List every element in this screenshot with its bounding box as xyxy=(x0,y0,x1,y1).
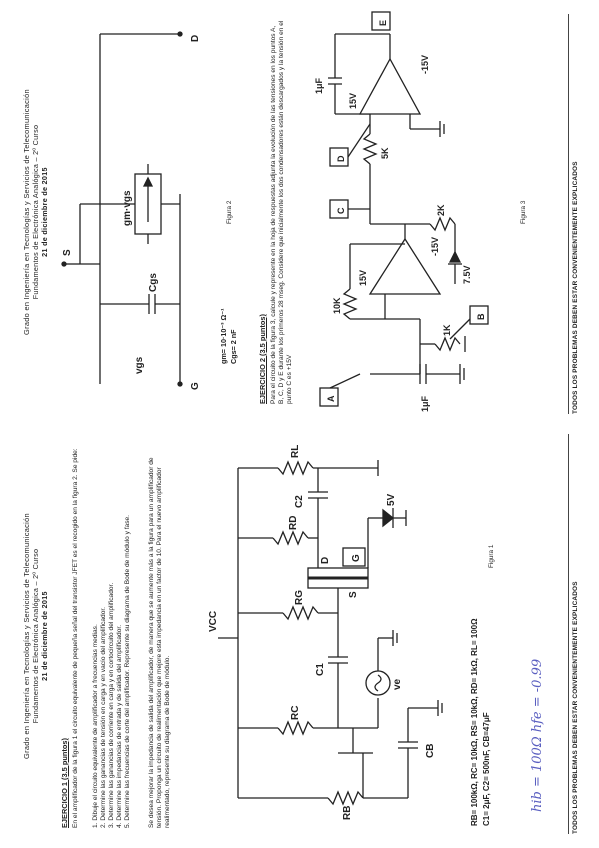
fig3-box-b: B xyxy=(476,313,486,320)
task-item: 5. Determine las frecuencias de corte de… xyxy=(124,514,131,828)
figure-3-caption: Figura 3 xyxy=(520,200,527,224)
task-item: 1. Dibuje el circuito equivalente de amp… xyxy=(92,624,99,828)
exercise-2-title: EJERCICIO 2 (3.5 puntos) xyxy=(258,314,267,404)
label-rl: RL xyxy=(290,445,301,458)
label-g: G xyxy=(351,554,362,562)
header-line3: 21 de diciembre de 2015 xyxy=(40,167,49,257)
left-header: Grado en Ingeniería en Tecnologías y Ser… xyxy=(22,424,49,848)
values-line-1: RB= 100kΩ, RC= 10kΩ, RS= 10kΩ, RD= 1kΩ, … xyxy=(470,618,479,826)
label-c1: C1 xyxy=(315,663,326,676)
figure-1-circuit: RB CB RC VCC C1 ve RG S D G RD 5V C2 RL xyxy=(208,445,443,820)
fig3-label-10k: 10K xyxy=(332,297,342,314)
fig2-label-g: G xyxy=(190,382,201,390)
fig3-label-m15v-a: -15V xyxy=(430,237,440,256)
exercise-1-tasks: 1. Dibuje el circuito equivalente de amp… xyxy=(92,443,132,828)
label-d: D xyxy=(320,557,331,564)
fig2-label-src: gm·vgs xyxy=(122,190,133,226)
header-line1: Grado en Ingeniería en Tecnologías y Ser… xyxy=(22,89,31,335)
fig2-label-cgs: Cgs xyxy=(148,273,159,292)
fig3-label-15v-b: 15V xyxy=(348,93,358,109)
task-item: 2. Determine las ganancias de tensión en… xyxy=(100,606,107,828)
figure-1-caption: Figura 1 xyxy=(488,544,495,568)
fig3-label-zener: 7.5V xyxy=(462,265,472,284)
fig3-label-1uf-b: 1μF xyxy=(314,77,324,94)
fig3-label-1uf-a: 1μF xyxy=(420,395,430,412)
fig3-label-15v-a: 15V xyxy=(358,270,368,286)
task-item: 4. Determine las impedancias de entrada … xyxy=(116,624,123,828)
values-line-2: C1= 2μF, C2= 500nF, CB=47μF xyxy=(482,712,491,826)
exercise-1-intro: En el amplificador de la figura 1 el cir… xyxy=(72,448,79,828)
right-footer: TODOS LOS PROBLEMAS DEBEN ESTAR CONVENIE… xyxy=(572,161,579,414)
fig3-label-m15v-b: -15V xyxy=(420,55,430,74)
fig2-param-gm: gm= 10·10⁻³ Ω⁻¹ xyxy=(219,308,228,365)
header-line2: Fundamentos de Electrónica Analógica – 2… xyxy=(31,548,40,724)
fig2-param-cgs: Cgs= 2 nF xyxy=(229,329,238,364)
fig3-label-2k: 2K xyxy=(436,204,446,216)
fig2-label-vgs: vgs xyxy=(134,356,145,374)
label-rc: RC xyxy=(290,706,301,720)
label-cb: CB xyxy=(425,744,436,758)
header-line3: 21 de diciembre de 2015 xyxy=(40,591,49,681)
fig3-box-c: C xyxy=(336,207,346,214)
label-ve: ve xyxy=(392,678,403,690)
figure-2-caption: Figura 2 xyxy=(226,200,233,224)
fig3-label-1k: 1K xyxy=(442,324,452,336)
right-footer-rule xyxy=(568,14,569,414)
left-footer: TODOS LOS PROBLEMAS DEBEN ESTAR CONVENIE… xyxy=(572,581,579,834)
figure-3-circuit: A B C D E 10K 1K 1μF 15V -15V 2K 7.5V 5K… xyxy=(314,11,489,412)
handwritten-note: hib = 100Ω hfe = -0.99 xyxy=(530,658,545,812)
label-rg: RG xyxy=(294,590,305,605)
task-item: 3. Determine las ganancias de corriente … xyxy=(108,582,115,828)
exercise-1-title: EJERCICIO 1 (3.5 puntos) xyxy=(60,738,69,828)
left-page: Grado en Ingeniería en Tecnologías y Ser… xyxy=(0,424,599,848)
exercise-2-intro: Para el circuito de la figura 3, calcule… xyxy=(270,20,293,404)
label-s: S xyxy=(348,591,359,598)
right-header: Grado en Ingeniería en Tecnologías y Ser… xyxy=(22,0,49,424)
label-vcc: VCC xyxy=(208,611,219,632)
label-c2: C2 xyxy=(294,495,305,508)
label-rd: RD xyxy=(288,516,299,530)
figure-2-circuit: G Cgs vgs gm·vgs S D xyxy=(61,31,201,390)
fig2-label-s: S xyxy=(62,249,73,256)
header-line1: Grado en Ingeniería en Tecnologías y Ser… xyxy=(22,513,31,759)
left-footer-rule xyxy=(568,434,569,834)
fig3-label-5k: 5K xyxy=(380,147,390,159)
fig3-box-d: D xyxy=(336,155,346,162)
exercise-1-extra: Se desea mejorar la impedancia de salida… xyxy=(148,457,171,828)
right-page: Grado en Ingeniería en Tecnologías y Ser… xyxy=(22,0,579,424)
header-line2: Fundamentos de Electrónica Analógica – 2… xyxy=(31,124,40,300)
fig2-label-d: D xyxy=(190,35,201,42)
label-zener: 5V xyxy=(386,493,397,506)
fig3-box-e: E xyxy=(378,20,388,26)
fig3-box-a: A xyxy=(326,395,336,402)
label-rb: RB xyxy=(342,806,353,820)
